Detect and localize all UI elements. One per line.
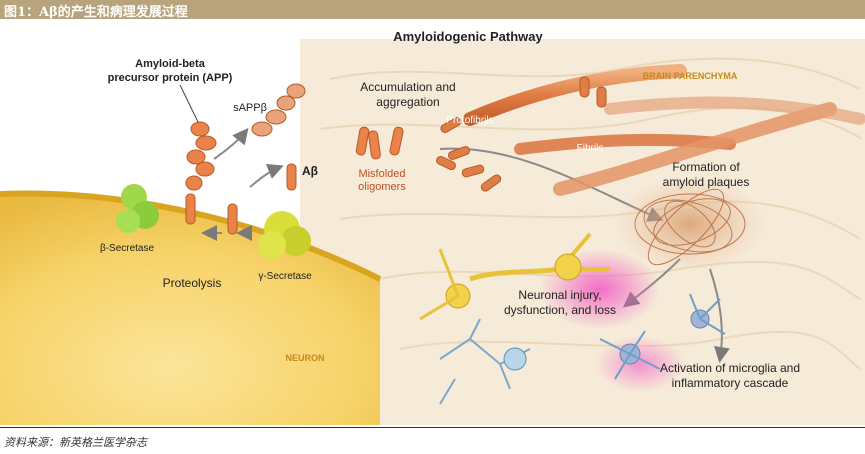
sapp-beta-label: sAPPβ xyxy=(233,102,267,114)
figure-caption-bar: 图1：Aβ的产生和病理发展过程 xyxy=(0,0,865,20)
neuron-label: NEURON xyxy=(285,353,324,363)
neuronal-injury-label-line2: dysfunction, and loss xyxy=(504,303,616,317)
misfolded-oligomers-label-line2: oligomers xyxy=(358,181,406,193)
neuronal-injury-label-line1: Neuronal injury, xyxy=(518,288,601,302)
proteolysis-label: Proteolysis xyxy=(163,276,222,290)
app-label-line2: precursor protein (APP) xyxy=(108,72,233,84)
footer-divider xyxy=(0,427,865,428)
sapp-beta-fragment xyxy=(251,83,306,137)
source-note: 资料来源：新英格兰医学杂志 xyxy=(4,436,147,449)
fibrils-label: Fibrils xyxy=(577,143,604,154)
app-protein xyxy=(185,121,217,225)
neuron-cell-body xyxy=(0,193,380,425)
gamma-secretase-label: γ-Secretase xyxy=(258,271,312,282)
amyloid-plaque xyxy=(634,188,746,266)
figure-caption: 图1：Aβ的产生和病理发展过程 xyxy=(4,5,188,20)
abeta-fragment xyxy=(286,163,297,191)
fibrils xyxy=(463,64,865,196)
plaques-label-line2: amyloid plaques xyxy=(663,175,750,189)
diagram-title: Amyloidogenic Pathway xyxy=(393,29,543,44)
beta-secretase-label: β-Secretase xyxy=(100,243,155,254)
protofibrils-label: Protofibrils xyxy=(446,115,493,126)
amyloid-plaque-glow xyxy=(615,176,765,272)
plaques-label-line1: Formation of xyxy=(672,160,740,174)
gamma-secretase-enzyme xyxy=(258,211,311,259)
microglia-glow xyxy=(595,336,685,392)
microglia-label-line1: Activation of microglia and xyxy=(660,361,800,375)
amyloidogenic-pathway-diagram: Amyloidogenic Pathway BRAIN PARENCHYMA N… xyxy=(0,29,865,425)
beta-secretase-enzyme xyxy=(116,184,159,233)
protofibrils xyxy=(436,117,502,192)
misfolded-oligomers xyxy=(355,126,404,160)
astrocyte-body xyxy=(503,347,527,371)
astrocyte xyxy=(439,318,531,405)
brain-parenchyma-label: BRAIN PARENCHYMA xyxy=(643,71,738,81)
abeta-label: Aβ xyxy=(302,164,318,178)
app-leader-line xyxy=(179,84,199,123)
accumulation-label-line2: aggregation xyxy=(376,95,439,109)
app-label-line1: Amyloid-beta xyxy=(135,58,206,70)
microglia-processes xyxy=(599,293,726,380)
microglia-label-line2: inflammatory cascade xyxy=(672,376,789,390)
accumulation-label-line1: Accumulation and xyxy=(360,80,455,94)
misfolded-oligomers-label-line1: Misfolded xyxy=(358,168,405,180)
app-membrane-fragment xyxy=(227,203,238,235)
injured-neuron xyxy=(419,232,610,321)
